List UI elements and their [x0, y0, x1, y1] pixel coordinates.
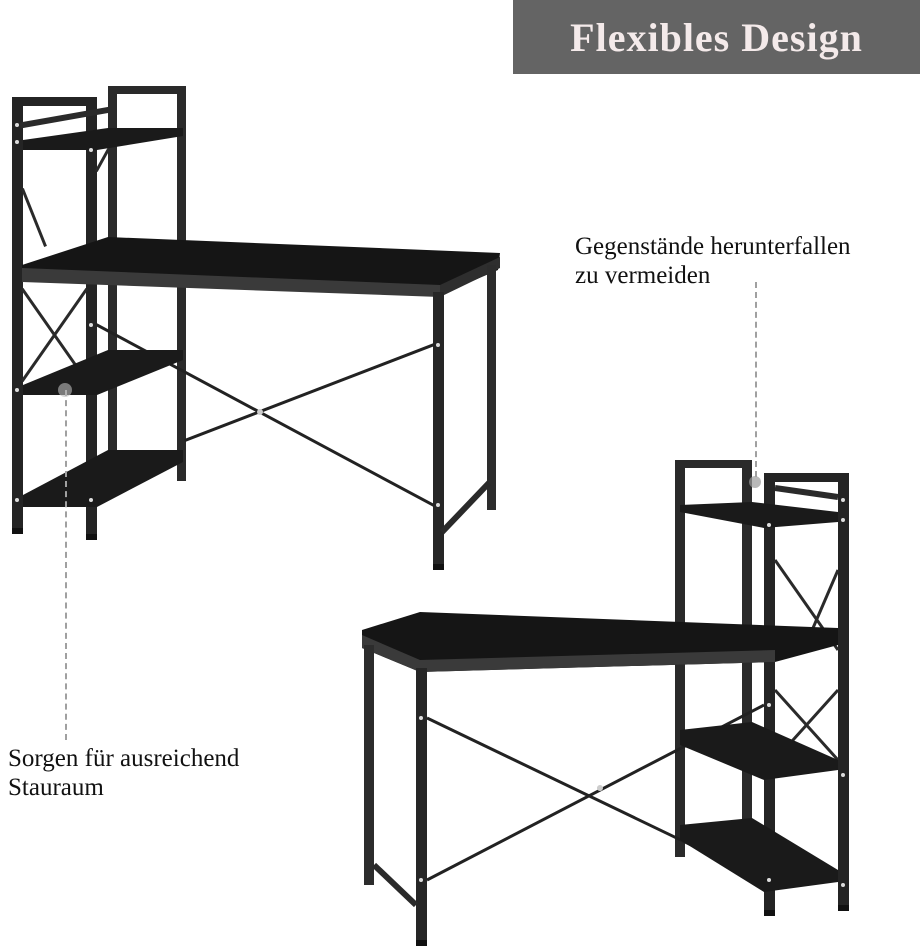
callout-line: Gegenstände herunterfallen [575, 233, 851, 260]
callout-line: zu vermeiden [575, 262, 711, 289]
desk-right-shelf-image [362, 460, 849, 946]
callout-line: Sorgen für ausreichend [8, 745, 240, 772]
callout-leader-line-bottom [65, 390, 67, 740]
banner-title: Flexibles Design [570, 14, 863, 60]
callout-line: Stauraum [8, 774, 104, 801]
leader-dot-icon [58, 383, 72, 397]
title-banner: Flexibles Design [513, 0, 920, 74]
callout-storage-space: Sorgen für ausreichend Stauraum [8, 744, 239, 802]
callout-leader-line-top [755, 282, 757, 477]
desk-left-shelf-image [12, 86, 500, 570]
callout-prevent-falling: Gegenstände herunterfallen zu vermeiden [575, 232, 851, 290]
